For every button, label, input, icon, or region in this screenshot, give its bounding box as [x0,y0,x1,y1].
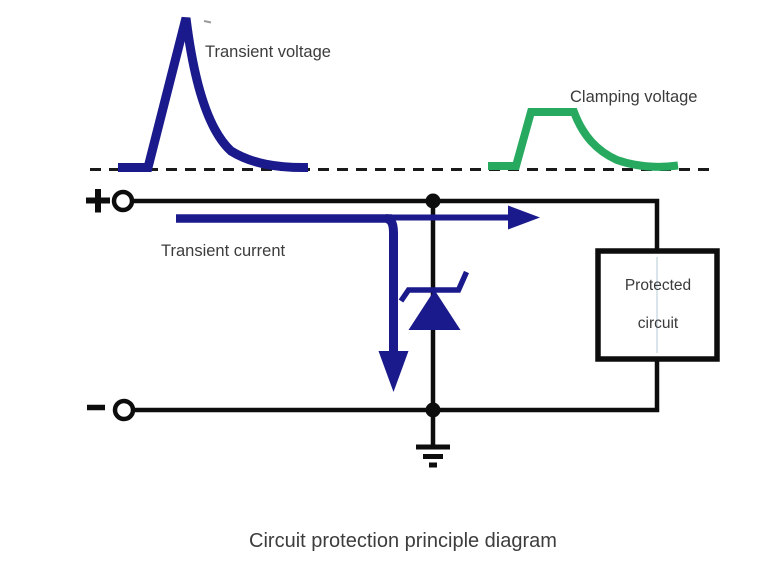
minus-terminal-circle [112,398,136,422]
tvs-diode-zener-bar [398,270,470,303]
transient-voltage-waveform [118,16,309,173]
transient-current-down-branch [385,214,398,352]
protected-circuit-label: Protected circuit [598,251,718,359]
plus-terminal-symbol [86,189,110,213]
transient-current-label: Transient current [161,242,286,260]
protected-circuit-label-line1: Protected [624,277,692,294]
top-rail-wire [132,198,660,252]
junction-dot-top [425,193,441,209]
clamping-voltage-waveform [488,108,679,171]
transient-current-right-arrowhead [508,205,540,230]
diagram-caption: Circuit protection principle diagram [249,530,557,552]
bottom-rail-wire [133,358,660,413]
protected-circuit-label-line2: circuit [637,315,679,332]
transient-voltage-label: Transient voltage [205,43,331,61]
tvs-diode-triangle [408,290,461,330]
plus-terminal-circle [111,189,135,213]
transient-current-down-arrowhead [378,351,409,392]
junction-dot-bottom [425,402,441,418]
peak-artifact-mark [203,20,212,24]
clamping-voltage-label: Clamping voltage [570,88,698,106]
